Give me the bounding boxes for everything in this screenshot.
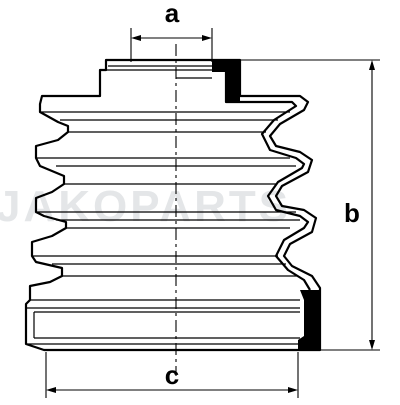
dimension-a-label: a bbox=[165, 0, 180, 28]
boot-small-end-seal bbox=[212, 60, 240, 102]
dimension-c bbox=[45, 352, 299, 398]
watermark-text: JAKOPARTS bbox=[0, 182, 291, 231]
dimension-c-label: c bbox=[165, 360, 179, 390]
boot-right-inner-profile bbox=[224, 70, 311, 291]
boot-left-ribs bbox=[26, 65, 176, 345]
boot-left-outline bbox=[24, 58, 176, 352]
dimension-a bbox=[130, 28, 213, 62]
boot-right-ribs bbox=[176, 65, 300, 345]
boot-large-end-seal bbox=[298, 290, 320, 350]
boot-right-outer-profile bbox=[176, 58, 322, 352]
dimension-b bbox=[240, 59, 380, 351]
dimension-b-label: b bbox=[344, 198, 360, 228]
